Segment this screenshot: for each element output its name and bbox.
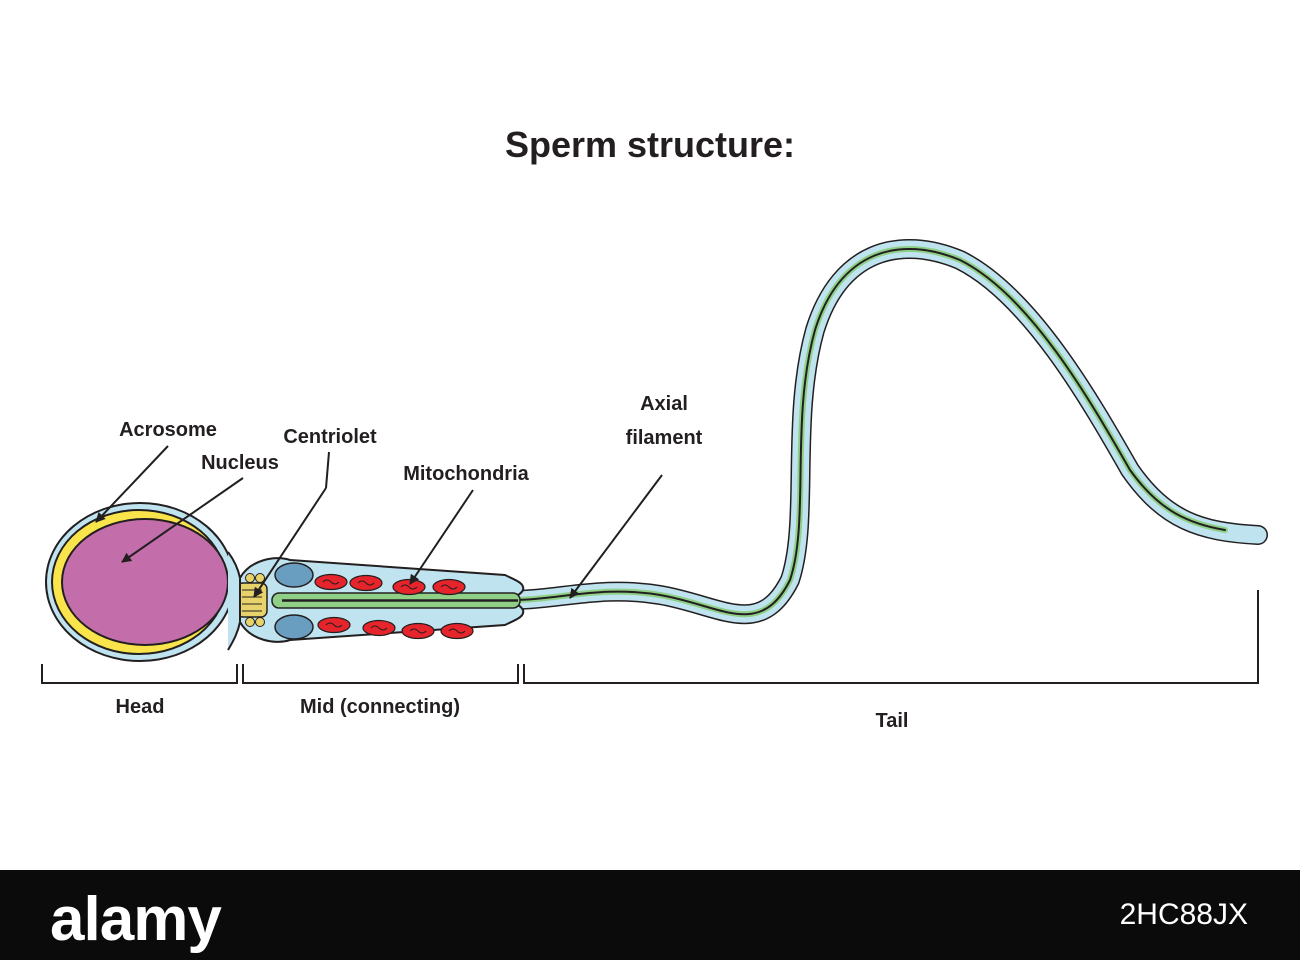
label-centriolet: Centriolet (283, 426, 377, 448)
label-axial-line2: filament (626, 427, 703, 449)
diagram-title: Sperm structure: (505, 124, 795, 165)
section-head: Head (116, 696, 165, 718)
centriole (236, 573, 268, 627)
bracket-head (41, 664, 238, 684)
section-mid: Mid (connecting) (300, 696, 460, 718)
tail (260, 239, 1268, 625)
neck-bulge (274, 614, 314, 640)
midpiece (239, 557, 525, 643)
centriole-body (236, 582, 268, 618)
watermark-brand: alamy (50, 885, 222, 954)
section-brackets (41, 590, 1259, 684)
neck-bulge (274, 562, 314, 588)
neck (227, 551, 241, 651)
watermark-bar: alamy 2HC88JX (0, 870, 1300, 960)
label-axial-line1: Axial (640, 393, 688, 415)
label-nucleus: Nucleus (201, 452, 279, 474)
section-tail: Tail (876, 710, 909, 732)
label-mitochondria: Mitochondria (403, 463, 529, 485)
arrow-centriolet-line (325, 451, 330, 489)
mitochondria-group (314, 573, 474, 640)
bracket-mid (242, 664, 519, 684)
watermark-image-id: 2HC88JX (1119, 898, 1248, 931)
bracket-tail (523, 590, 1259, 684)
label-acrosome: Acrosome (119, 419, 217, 441)
arrow-mitochondria (409, 489, 474, 585)
sperm-diagram: Sperm structure: (41, 124, 1268, 732)
axial-filament (277, 246, 1228, 618)
arrow-nucleus (121, 477, 244, 563)
head (45, 502, 241, 662)
arrow-centriolet (253, 487, 327, 598)
nucleus (63, 520, 227, 644)
arrow-axial-filament (569, 474, 663, 599)
arrow-acrosome (95, 445, 169, 523)
